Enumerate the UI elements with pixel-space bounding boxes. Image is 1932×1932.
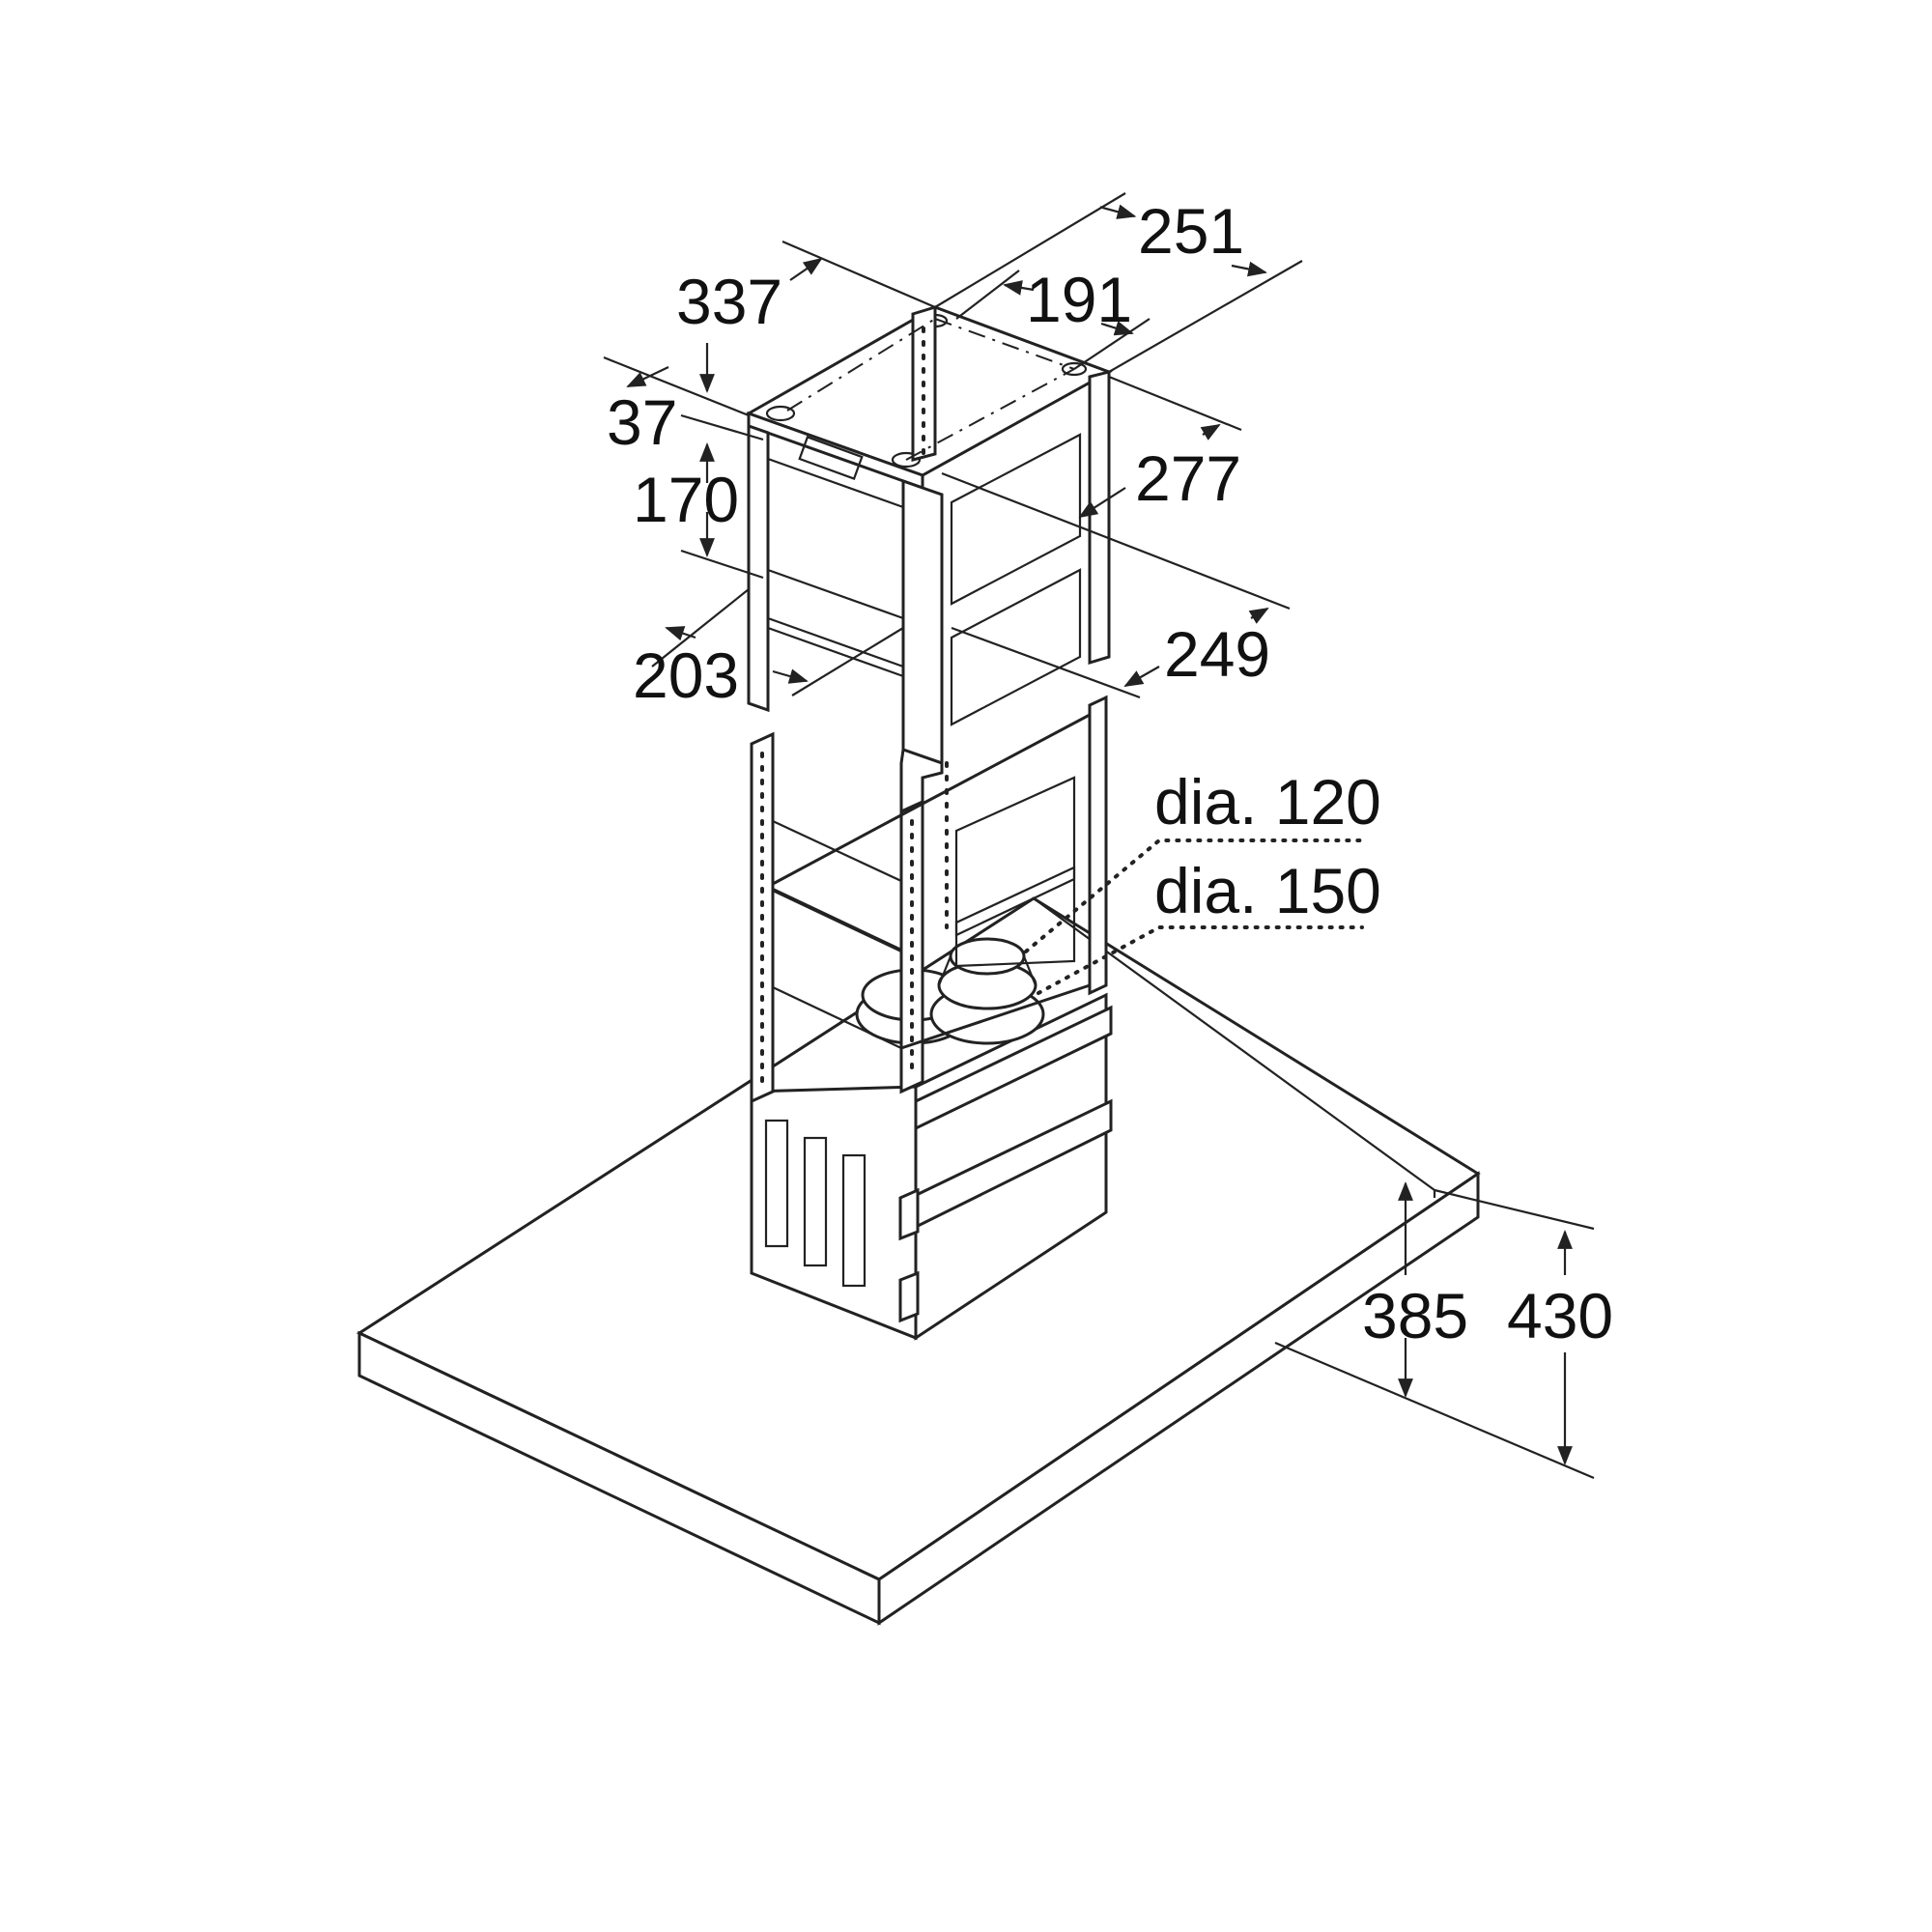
dim-label-430: 430 [1507,1280,1613,1351]
leader-dia-150 [1037,925,1364,995]
dim-arrow-203-left [665,626,696,641]
lower-rail [922,713,1091,806]
leader-dia-120 [1024,838,1364,953]
dim-label-dia-120: dia. 120 [1154,766,1381,838]
ext-line [951,626,1141,699]
center-line [786,318,936,412]
dim-label-385: 385 [1362,1280,1468,1351]
ext-line [651,588,750,668]
ext-line [941,471,1291,611]
ext-line [1108,375,1242,432]
upper-upright-front-middle [901,478,944,766]
canopy-side-edge [877,1171,1480,1626]
ext-line [1434,1188,1595,1231]
dim-label-170: 170 [633,464,739,535]
duct-edge [1022,955,1037,986]
upper-front-rail [766,616,905,678]
mount-slot [765,405,796,422]
upper-side-lower-window [950,568,1082,726]
ext-line [934,192,1126,308]
upper-neck [899,747,944,814]
mount-slot [891,451,922,469]
upper-side-window [950,433,1082,606]
ext-line [1108,260,1303,373]
ext-line [1073,318,1151,370]
ext-line [603,355,750,417]
dim-label-251: 251 [1138,195,1244,267]
dim-arrow-277-bottom [1078,487,1126,519]
dim-arrow-337-right [789,257,823,281]
duct-edge [937,955,952,986]
dim-arrow-251-left [1099,204,1137,219]
upper-upright-front-left [747,423,770,713]
dim-label-337: 337 [676,266,782,337]
ext-line [955,270,1020,320]
center-line [934,318,1075,370]
vent-slot [803,1136,828,1267]
dim-label-37: 37 [607,386,677,458]
lower-housing [750,992,1113,1341]
dimension-lines [603,192,1595,1480]
duct-connectors [855,937,1045,1045]
dim-arrow-203-right [772,668,809,684]
ext-line [1274,1341,1595,1480]
lower-side-rail [954,866,1076,937]
upper-front-window [766,457,905,620]
housing-clip [898,1270,920,1323]
duct-ring-120-top [949,937,1026,976]
vent-slot [841,1153,867,1288]
lower-rail [900,983,1091,1050]
dim-arrow-191-right [1100,321,1134,336]
dim-label-277: 277 [1135,442,1241,514]
ext-line [680,549,764,580]
upper-frame [745,304,1113,814]
lower-front-band [771,819,903,953]
dim-label-249: 249 [1164,618,1270,690]
terminal-block [798,436,864,480]
lower-rail [772,802,923,886]
dim-label-203: 203 [633,639,739,711]
dim-arrow-277-top [1200,423,1221,440]
dim-arrow-249-bottom [1123,666,1160,687]
ext-line [781,240,936,309]
mount-slot [1061,361,1088,377]
lower-frame [750,695,1108,1104]
center-line [905,368,1075,461]
ext-line [680,413,764,441]
upper-upright-rear-right [1088,370,1111,666]
dim-arrow-337-left [626,366,669,387]
dim-arrow-251-right [1231,261,1267,277]
dim-arrow-191-left [1003,280,1035,296]
dim-arrow-249-top [1248,607,1269,624]
dim-label-191: 191 [1026,264,1132,335]
lower-upright-rear-right [1088,695,1108,996]
vent-slot [764,1119,789,1248]
dimension-labels: 251 191 337 37 170 203 277 249 dia. 120 … [607,195,1613,1351]
dim-label-dia-150: dia. 150 [1154,855,1381,926]
lower-side-window [954,776,1076,968]
housing-strap [914,1005,1113,1131]
ext-line [791,627,904,696]
housing-clip [898,1187,920,1241]
